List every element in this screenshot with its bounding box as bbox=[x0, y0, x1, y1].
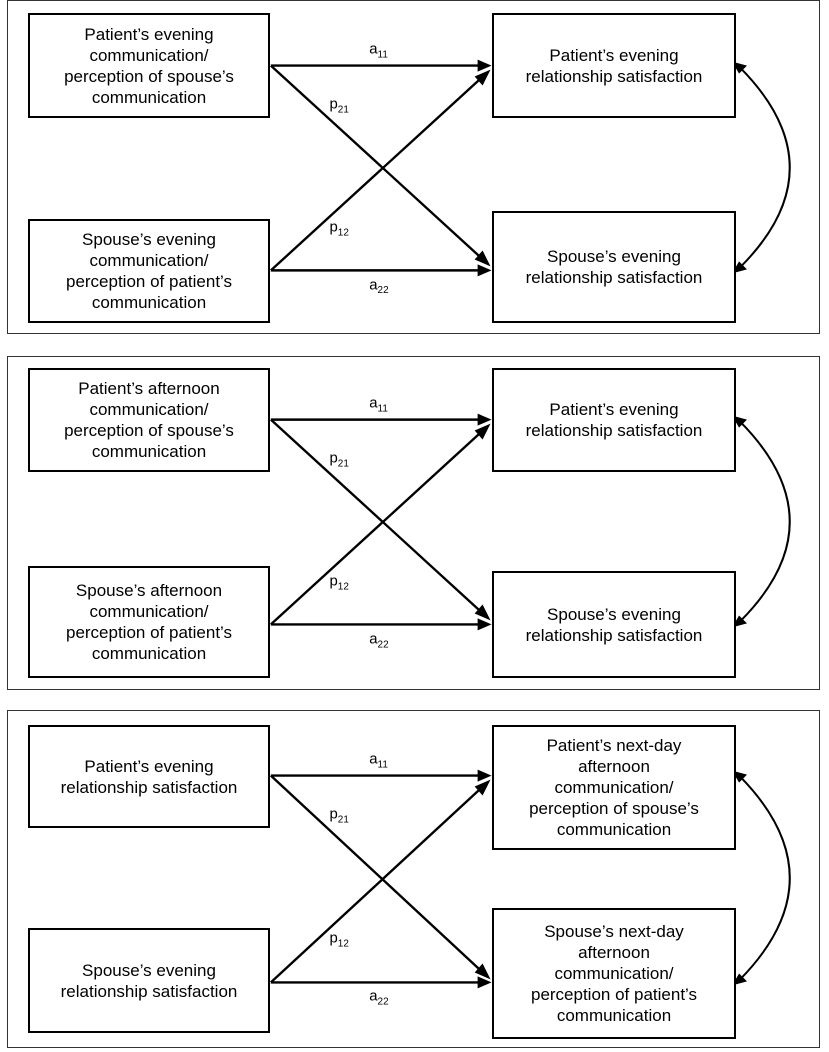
outcome-box-spouse: Spouse’s evening relationship satisfacti… bbox=[492, 571, 736, 678]
arrowhead bbox=[474, 423, 491, 440]
path-label-a11: a11 bbox=[369, 42, 388, 61]
panel-3-paths: a11 p21 p12 a22 bbox=[270, 752, 791, 1007]
predictor-label-patient: Patient’s evening communication/ percept… bbox=[64, 24, 234, 107]
path-p21-arrow bbox=[270, 774, 481, 971]
arrowhead bbox=[474, 963, 491, 980]
panel-2: a11 p21 p12 a22 Patient’s afternoon comm… bbox=[7, 356, 820, 690]
residual-correlation-arrow bbox=[739, 66, 791, 269]
path-label-p21: p21 bbox=[330, 96, 350, 115]
path-label-p21: p21 bbox=[330, 450, 350, 469]
outcome-box-patient: Patient’s evening relationship satisfact… bbox=[492, 368, 736, 472]
path-p12-arrow bbox=[270, 788, 481, 984]
predictor-label-spouse: Spouse’s evening relationship satisfacti… bbox=[60, 960, 238, 1001]
arrowhead bbox=[474, 779, 491, 796]
path-label-p21: p21 bbox=[330, 806, 350, 825]
outcome-box-spouse: Spouse’s evening relationship satisfacti… bbox=[492, 211, 736, 323]
outcome-label-patient: Patient’s next-day afternoon communicati… bbox=[529, 736, 699, 839]
arrowhead bbox=[477, 769, 492, 782]
arrowhead bbox=[477, 264, 492, 277]
outcome-label-patient: Patient’s evening relationship satisfact… bbox=[525, 400, 703, 440]
outcome-box-spouse: Spouse’s next-day afternoon communicatio… bbox=[492, 908, 736, 1039]
path-label-a11: a11 bbox=[369, 396, 388, 415]
predictor-box-patient: Patient’s evening communication/ percept… bbox=[28, 13, 270, 118]
path-label-a22: a22 bbox=[369, 631, 389, 650]
outcome-label-spouse: Spouse’s next-day afternoon communicatio… bbox=[530, 922, 698, 1025]
predictor-box-patient: Patient’s evening relationship satisfact… bbox=[28, 725, 270, 828]
panel-1: a11 p21 p12 a22 Patient’s evening commun… bbox=[7, 0, 820, 334]
path-p12-arrow bbox=[270, 432, 481, 626]
path-label-a22: a22 bbox=[369, 277, 389, 296]
predictor-label-patient: Patient’s afternoon communication/ perce… bbox=[64, 379, 234, 461]
predictor-label-spouse: Spouse’s afternoon communication/ percep… bbox=[65, 581, 233, 663]
arrowhead bbox=[477, 59, 492, 72]
path-p21-arrow bbox=[270, 418, 481, 612]
arrowhead bbox=[477, 618, 492, 631]
path-label-a11: a11 bbox=[369, 752, 388, 771]
path-label-a22: a22 bbox=[369, 988, 389, 1007]
path-p21-arrow bbox=[270, 64, 481, 258]
arrowhead bbox=[474, 250, 491, 267]
outcome-label-patient: Patient’s evening relationship satisfact… bbox=[525, 45, 703, 86]
path-label-p12: p12 bbox=[330, 931, 350, 950]
predictor-box-patient: Patient’s afternoon communication/ perce… bbox=[28, 368, 270, 472]
outcome-box-patient: Patient’s evening relationship satisfact… bbox=[492, 13, 736, 118]
path-label-p12: p12 bbox=[330, 220, 350, 239]
path-p12-arrow bbox=[270, 78, 481, 272]
panel-3: a11 p21 p12 a22 Patient’s evening relati… bbox=[7, 710, 820, 1048]
outcome-box-patient: Patient’s next-day afternoon communicati… bbox=[492, 725, 736, 850]
path-label-p12: p12 bbox=[330, 574, 350, 593]
arrowhead bbox=[474, 69, 491, 86]
predictor-label-patient: Patient’s evening relationship satisfact… bbox=[60, 756, 238, 797]
arrowhead bbox=[474, 604, 491, 621]
outcome-label-spouse: Spouse’s evening relationship satisfacti… bbox=[525, 247, 703, 287]
arrowhead bbox=[477, 976, 492, 989]
arrowhead bbox=[477, 413, 492, 426]
predictor-box-spouse: Spouse’s afternoon communication/ percep… bbox=[28, 566, 270, 678]
residual-correlation-arrow bbox=[739, 775, 791, 981]
panel-1-paths: a11 p21 p12 a22 bbox=[270, 42, 791, 296]
predictor-box-spouse: Spouse’s evening relationship satisfacti… bbox=[28, 928, 270, 1033]
outcome-label-spouse: Spouse’s evening relationship satisfacti… bbox=[525, 604, 703, 645]
predictor-label-spouse: Spouse’s evening communication/ percepti… bbox=[65, 230, 233, 312]
predictor-box-spouse: Spouse’s evening communication/ percepti… bbox=[28, 219, 270, 323]
residual-correlation-arrow bbox=[739, 420, 791, 623]
